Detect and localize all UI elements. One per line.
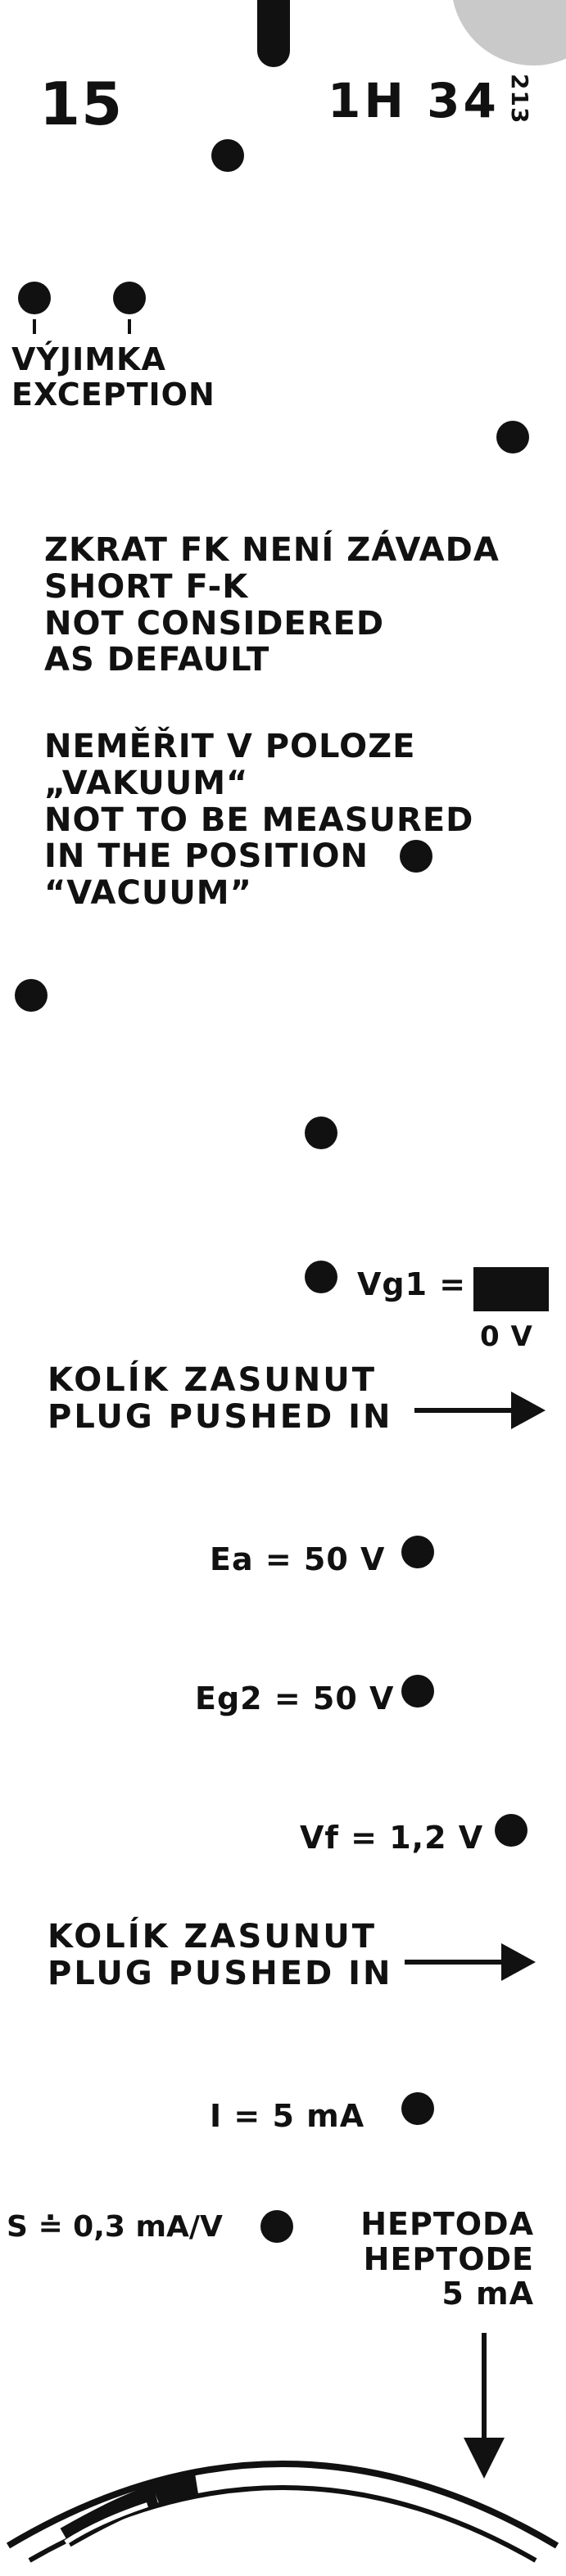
vacuum-note-line: IN THE POSITION [44, 837, 369, 876]
punch-hole [15, 979, 48, 1012]
exception-label-cz: VÝJIMKA [11, 341, 166, 377]
tube-code: 1H 34 [328, 73, 500, 129]
exception-label-en: EXCEPTION [11, 376, 215, 413]
short-note-line: ZKRAT FK NENÍ ZÁVADA [44, 531, 500, 569]
vacuum-note-line: NOT TO BE MEASURED [44, 801, 474, 839]
short-note: ZKRAT FK NENÍ ZÁVADA SHORT F-K NOT CONSI… [44, 532, 500, 679]
ea-label: Ea = 50 V [210, 1541, 386, 1577]
card-top-tab [257, 0, 290, 67]
tube-type-line: 5 mA [441, 2276, 534, 2312]
vacuum-note-line: „VAKUUM“ [44, 764, 249, 802]
eg2-label: Eg2 = 50 V [195, 1680, 395, 1717]
punch-hole [211, 139, 244, 172]
vg1-setting-box [473, 1267, 549, 1311]
plug-note-line: KOLÍK ZASUNUT [48, 1918, 377, 1956]
punch-hole [496, 421, 529, 453]
short-note-line: NOT CONSIDERED [44, 604, 385, 643]
punch-hole [401, 2092, 434, 2125]
punch-tick [33, 319, 36, 334]
arrow-right-icon [405, 1943, 536, 1981]
vf-label: Vf = 1,2 V [300, 1820, 484, 1856]
plug-note-2: KOLÍK ZASUNUT PLUG PUSHED IN [48, 1919, 393, 1992]
vg1-label: Vg1 = [357, 1266, 467, 1302]
punch-hole [305, 1117, 337, 1149]
short-note-line: SHORT F-K [44, 567, 249, 606]
slope-label: S ≐ 0,3 mA/V [7, 2210, 223, 2244]
current-label: I = 5 mA [210, 2098, 365, 2134]
punch-hole [401, 1536, 434, 1568]
punch-hole [305, 1261, 337, 1293]
punch-hole [401, 1675, 434, 1708]
card-number: 15 [39, 70, 124, 138]
tube-type-line: HEPTODA [360, 2206, 534, 2242]
punch-hole [400, 840, 432, 873]
vacuum-note-line: NEMĚŘIT V POLOZE [44, 728, 416, 765]
punch-hole [495, 1814, 528, 1847]
short-note-line: AS DEFAULT [44, 641, 270, 679]
vacuum-note-line: “VACUUM” [44, 874, 252, 913]
plug-note-line: PLUG PUSHED IN [48, 1954, 393, 1992]
arrow-right-icon [414, 1392, 546, 1429]
punch-hole [260, 2210, 293, 2243]
plug-note-line: PLUG PUSHED IN [48, 1397, 393, 1436]
tube-code-suffix: 213 [506, 74, 534, 124]
exception-label: VÝJIMKA EXCEPTION [11, 342, 215, 412]
vg1-unit: 0 V [480, 1320, 533, 1353]
card-corner-cutout [451, 0, 566, 65]
punch-hole [18, 282, 51, 314]
tube-type: HEPTODA HEPTODE 5 mA [336, 2207, 534, 2312]
punch-tick [128, 319, 131, 334]
plug-note-line: KOLÍK ZASUNUT [48, 1361, 377, 1399]
plug-note-1: KOLÍK ZASUNUT PLUG PUSHED IN [48, 1362, 393, 1436]
arrow-down-icon [464, 2333, 505, 2479]
punch-hole [113, 282, 146, 314]
vacuum-note: NEMĚŘIT V POLOZE „VAKUUM“ NOT TO BE MEAS… [44, 729, 473, 912]
tube-type-line: HEPTODE [363, 2240, 534, 2277]
meter-scale-arc [6, 2461, 559, 2563]
